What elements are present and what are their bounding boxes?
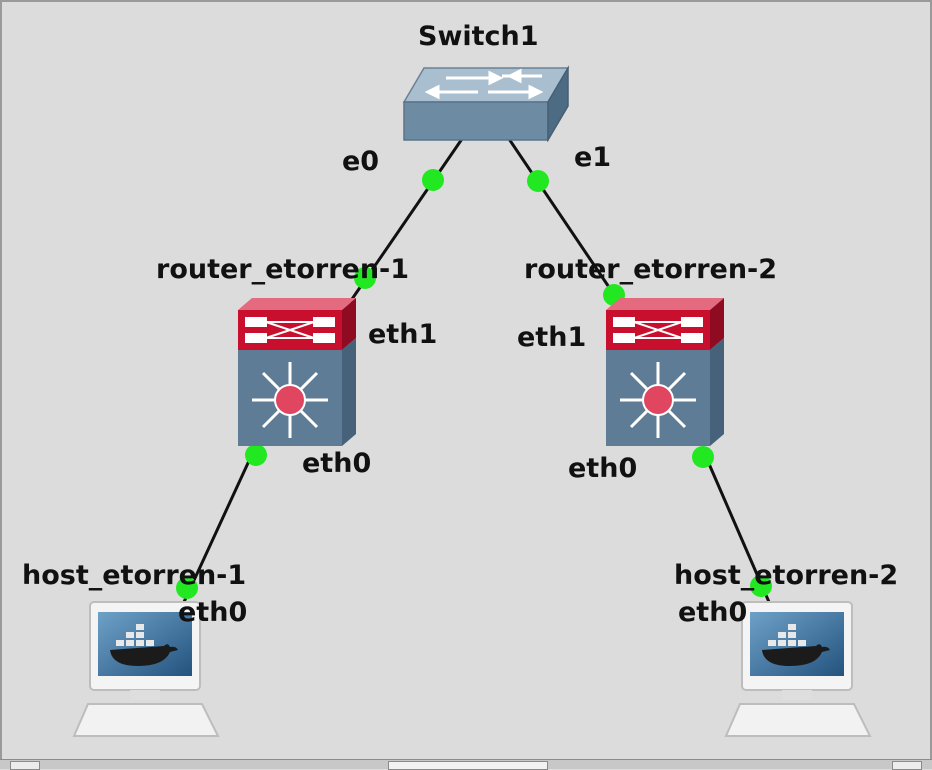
switch-node[interactable] xyxy=(402,64,570,143)
port-status-host2-eth0 xyxy=(750,575,772,597)
switch-label[interactable]: Switch1 xyxy=(418,21,539,52)
port-status-switch-e1 xyxy=(527,170,549,192)
scrollbar-thumb[interactable] xyxy=(388,761,548,770)
link-router1-host1[interactable] xyxy=(182,449,256,603)
router1-label[interactable]: router_etorren-1 xyxy=(156,254,410,285)
port-label-router2-eth0: eth0 xyxy=(568,453,638,484)
port-status-router1-eth1 xyxy=(354,267,376,289)
docker-host-computer-icon xyxy=(72,601,220,737)
port-status-switch-e0 xyxy=(422,169,444,191)
port-label-router1-eth0: eth0 xyxy=(302,448,372,479)
port-status-router2-eth0 xyxy=(692,446,714,468)
multilayer-router-icon xyxy=(606,298,724,446)
host2-label[interactable]: host_etorren-2 xyxy=(674,560,899,591)
port-label-router2-eth1: eth1 xyxy=(517,322,587,353)
scroll-left-icon[interactable] xyxy=(10,761,40,770)
docker-host-computer-icon xyxy=(724,601,872,737)
link-switch-router2[interactable] xyxy=(505,135,621,303)
host1-label[interactable]: host_etorren-1 xyxy=(22,560,247,591)
router2-label[interactable]: router_etorren-2 xyxy=(524,254,778,285)
port-label-switch-e0: e0 xyxy=(342,146,380,177)
scroll-right-icon[interactable] xyxy=(892,761,922,770)
port-label-router1-eth1: eth1 xyxy=(368,319,438,350)
ethernet-switch-icon xyxy=(402,65,570,143)
router1-node[interactable] xyxy=(238,296,358,448)
multilayer-router-icon xyxy=(238,298,356,446)
host2-node[interactable] xyxy=(724,600,872,740)
host1-node[interactable] xyxy=(72,600,220,740)
port-label-host2-eth0: eth0 xyxy=(678,597,748,628)
port-label-switch-e1: e1 xyxy=(574,142,612,173)
port-label-host1-eth0: eth0 xyxy=(178,597,248,628)
port-status-router1-eth0 xyxy=(245,444,267,466)
router2-node[interactable] xyxy=(606,296,726,448)
port-status-host1-eth0 xyxy=(176,577,198,599)
